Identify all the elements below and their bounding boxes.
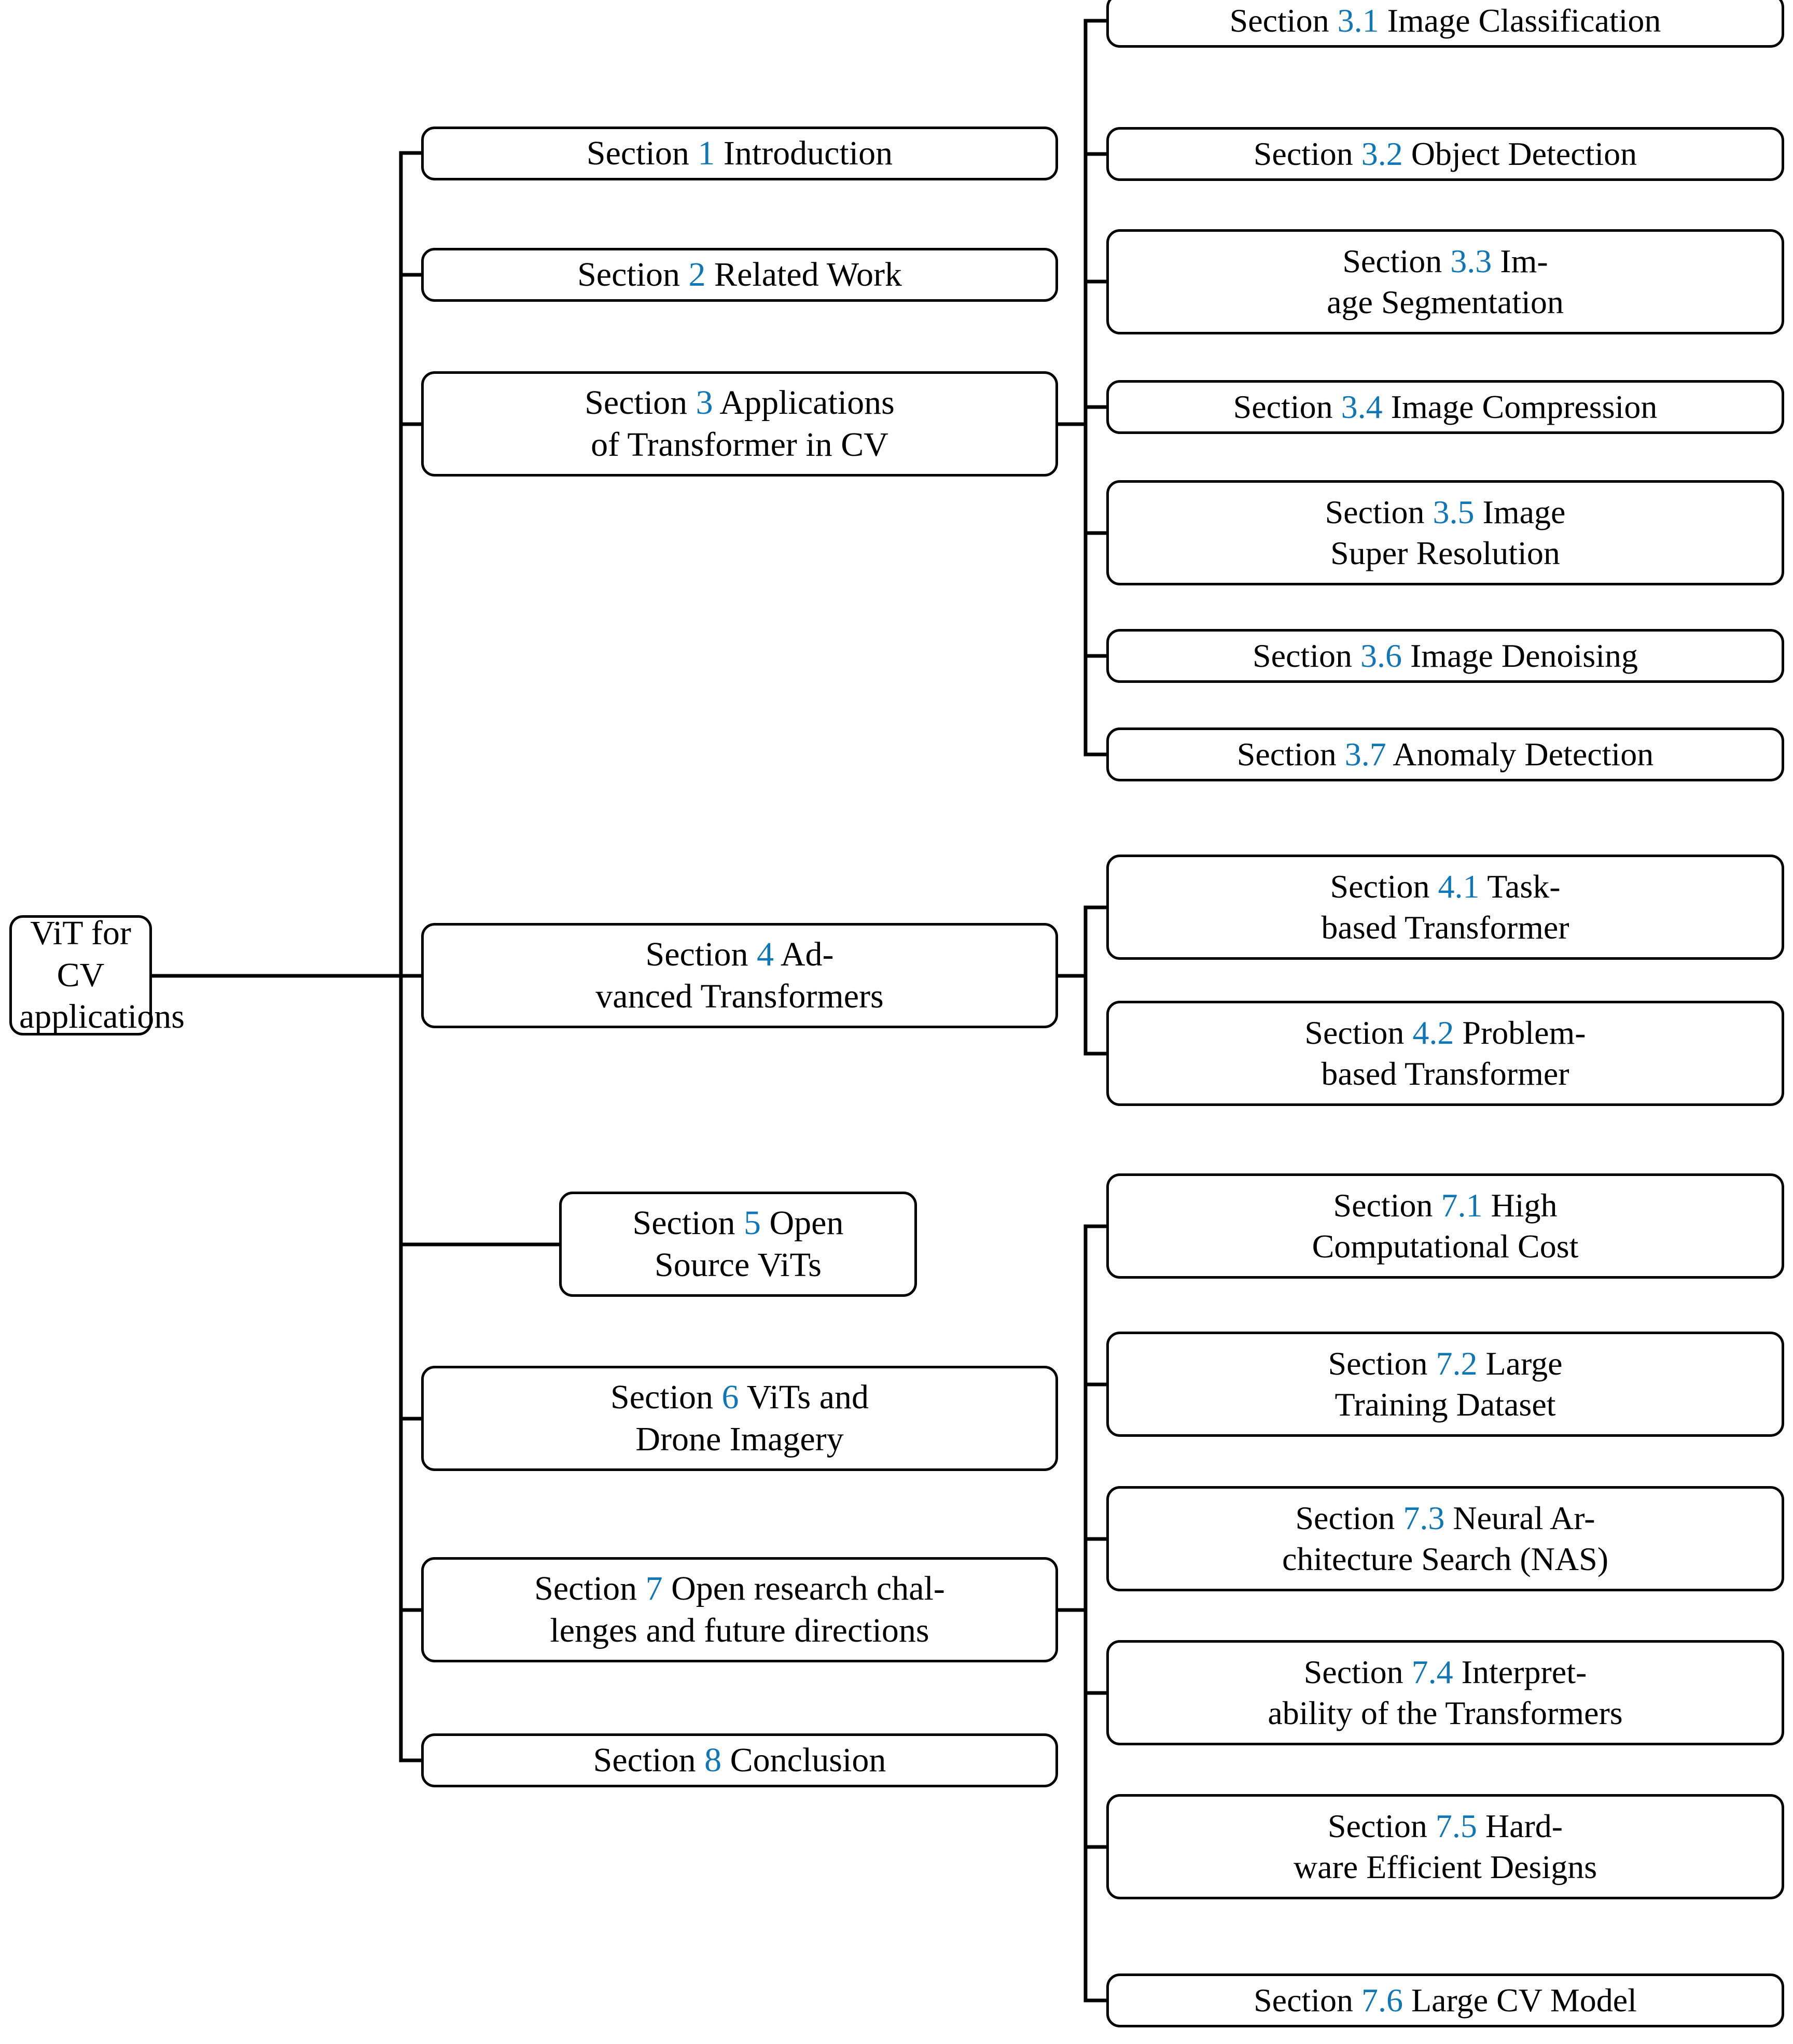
node-section-3-3[interactable]: Section 3.3 Im-age Segmentation: [1106, 229, 1784, 334]
section-number: 3.4: [1341, 388, 1383, 425]
section-number: 3.6: [1360, 637, 1402, 674]
node-section-7[interactable]: Section 7 Open research chal-lenges and …: [421, 1557, 1058, 1662]
section-number: 8: [704, 1741, 722, 1779]
section-title: Introduction: [723, 134, 893, 172]
node-section-2[interactable]: Section 2 Related Work: [421, 248, 1058, 302]
section-title: Anomaly Detection: [1393, 735, 1654, 773]
node-section-1[interactable]: Section 1 Introduction: [421, 127, 1058, 180]
section-number: 4.2: [1412, 1014, 1454, 1052]
section-number: 7.4: [1411, 1654, 1453, 1691]
node-section-8[interactable]: Section 8 Conclusion: [421, 1733, 1058, 1787]
node-section-4-1[interactable]: Section 4.1 Task-based Transformer: [1106, 855, 1784, 960]
node-section-3-4[interactable]: Section 3.4 Image Compression: [1106, 380, 1784, 434]
node-section-7-5[interactable]: Section 7.5 Hard-ware Efficient Designs: [1106, 1794, 1784, 1899]
root-line-2: applications: [19, 998, 185, 1036]
section-title: Large CV Model: [1411, 1981, 1637, 2019]
section-number: 7.6: [1361, 1981, 1403, 2019]
node-section-3-2[interactable]: Section 3.2 Object Detection: [1106, 127, 1784, 181]
section-number: 7.1: [1441, 1187, 1483, 1224]
section-number: 6: [721, 1378, 739, 1416]
node-section-3-7[interactable]: Section 3.7 Anomaly Detection: [1106, 727, 1784, 781]
section-title: Image Classification: [1387, 2, 1661, 39]
section-title: Image Denoising: [1410, 637, 1638, 674]
section-number: 3: [696, 383, 713, 422]
section-title: Object Detection: [1411, 135, 1637, 172]
node-root[interactable]: ViT for CV applications: [9, 914, 185, 1035]
section-number: 7: [645, 1569, 663, 1607]
section-title: Image Compression: [1391, 388, 1658, 425]
section-number: 3.5: [1433, 494, 1475, 531]
section-number: 2: [688, 255, 706, 293]
section-number: 5: [744, 1203, 761, 1242]
section-number: 3.1: [1337, 2, 1379, 39]
section-number: 3.3: [1450, 243, 1492, 280]
node-section-3-1[interactable]: Section 3.1 Image Classification: [1106, 0, 1784, 48]
root-line-1: ViT for CV: [30, 914, 131, 994]
section-title: Conclusion: [730, 1741, 886, 1779]
section-title: Related Work: [714, 255, 902, 293]
node-section-4[interactable]: Section 4 Ad-vanced Transformers: [421, 923, 1058, 1028]
section-number: 4.1: [1438, 868, 1480, 905]
section-number: 3.7: [1344, 735, 1386, 773]
section-number: 7.2: [1436, 1345, 1478, 1382]
section-number: 7.5: [1435, 1808, 1477, 1845]
node-section-7-6[interactable]: Section 7.6 Large CV Model: [1106, 1973, 1784, 2027]
section-number: 7.3: [1403, 1500, 1445, 1537]
node-section-3-6[interactable]: Section 3.6 Image Denoising: [1106, 629, 1784, 683]
section-number: 1: [698, 134, 715, 172]
node-section-4-2[interactable]: Section 4.2 Problem-based Transformer: [1106, 1001, 1784, 1106]
section-number: 4: [756, 935, 774, 973]
section-number: 3.2: [1361, 135, 1403, 172]
node-section-7-3[interactable]: Section 7.3 Neural Ar-chitecture Search …: [1106, 1486, 1784, 1591]
node-section-7-4[interactable]: Section 7.4 Interpret-ability of the Tra…: [1106, 1640, 1784, 1745]
